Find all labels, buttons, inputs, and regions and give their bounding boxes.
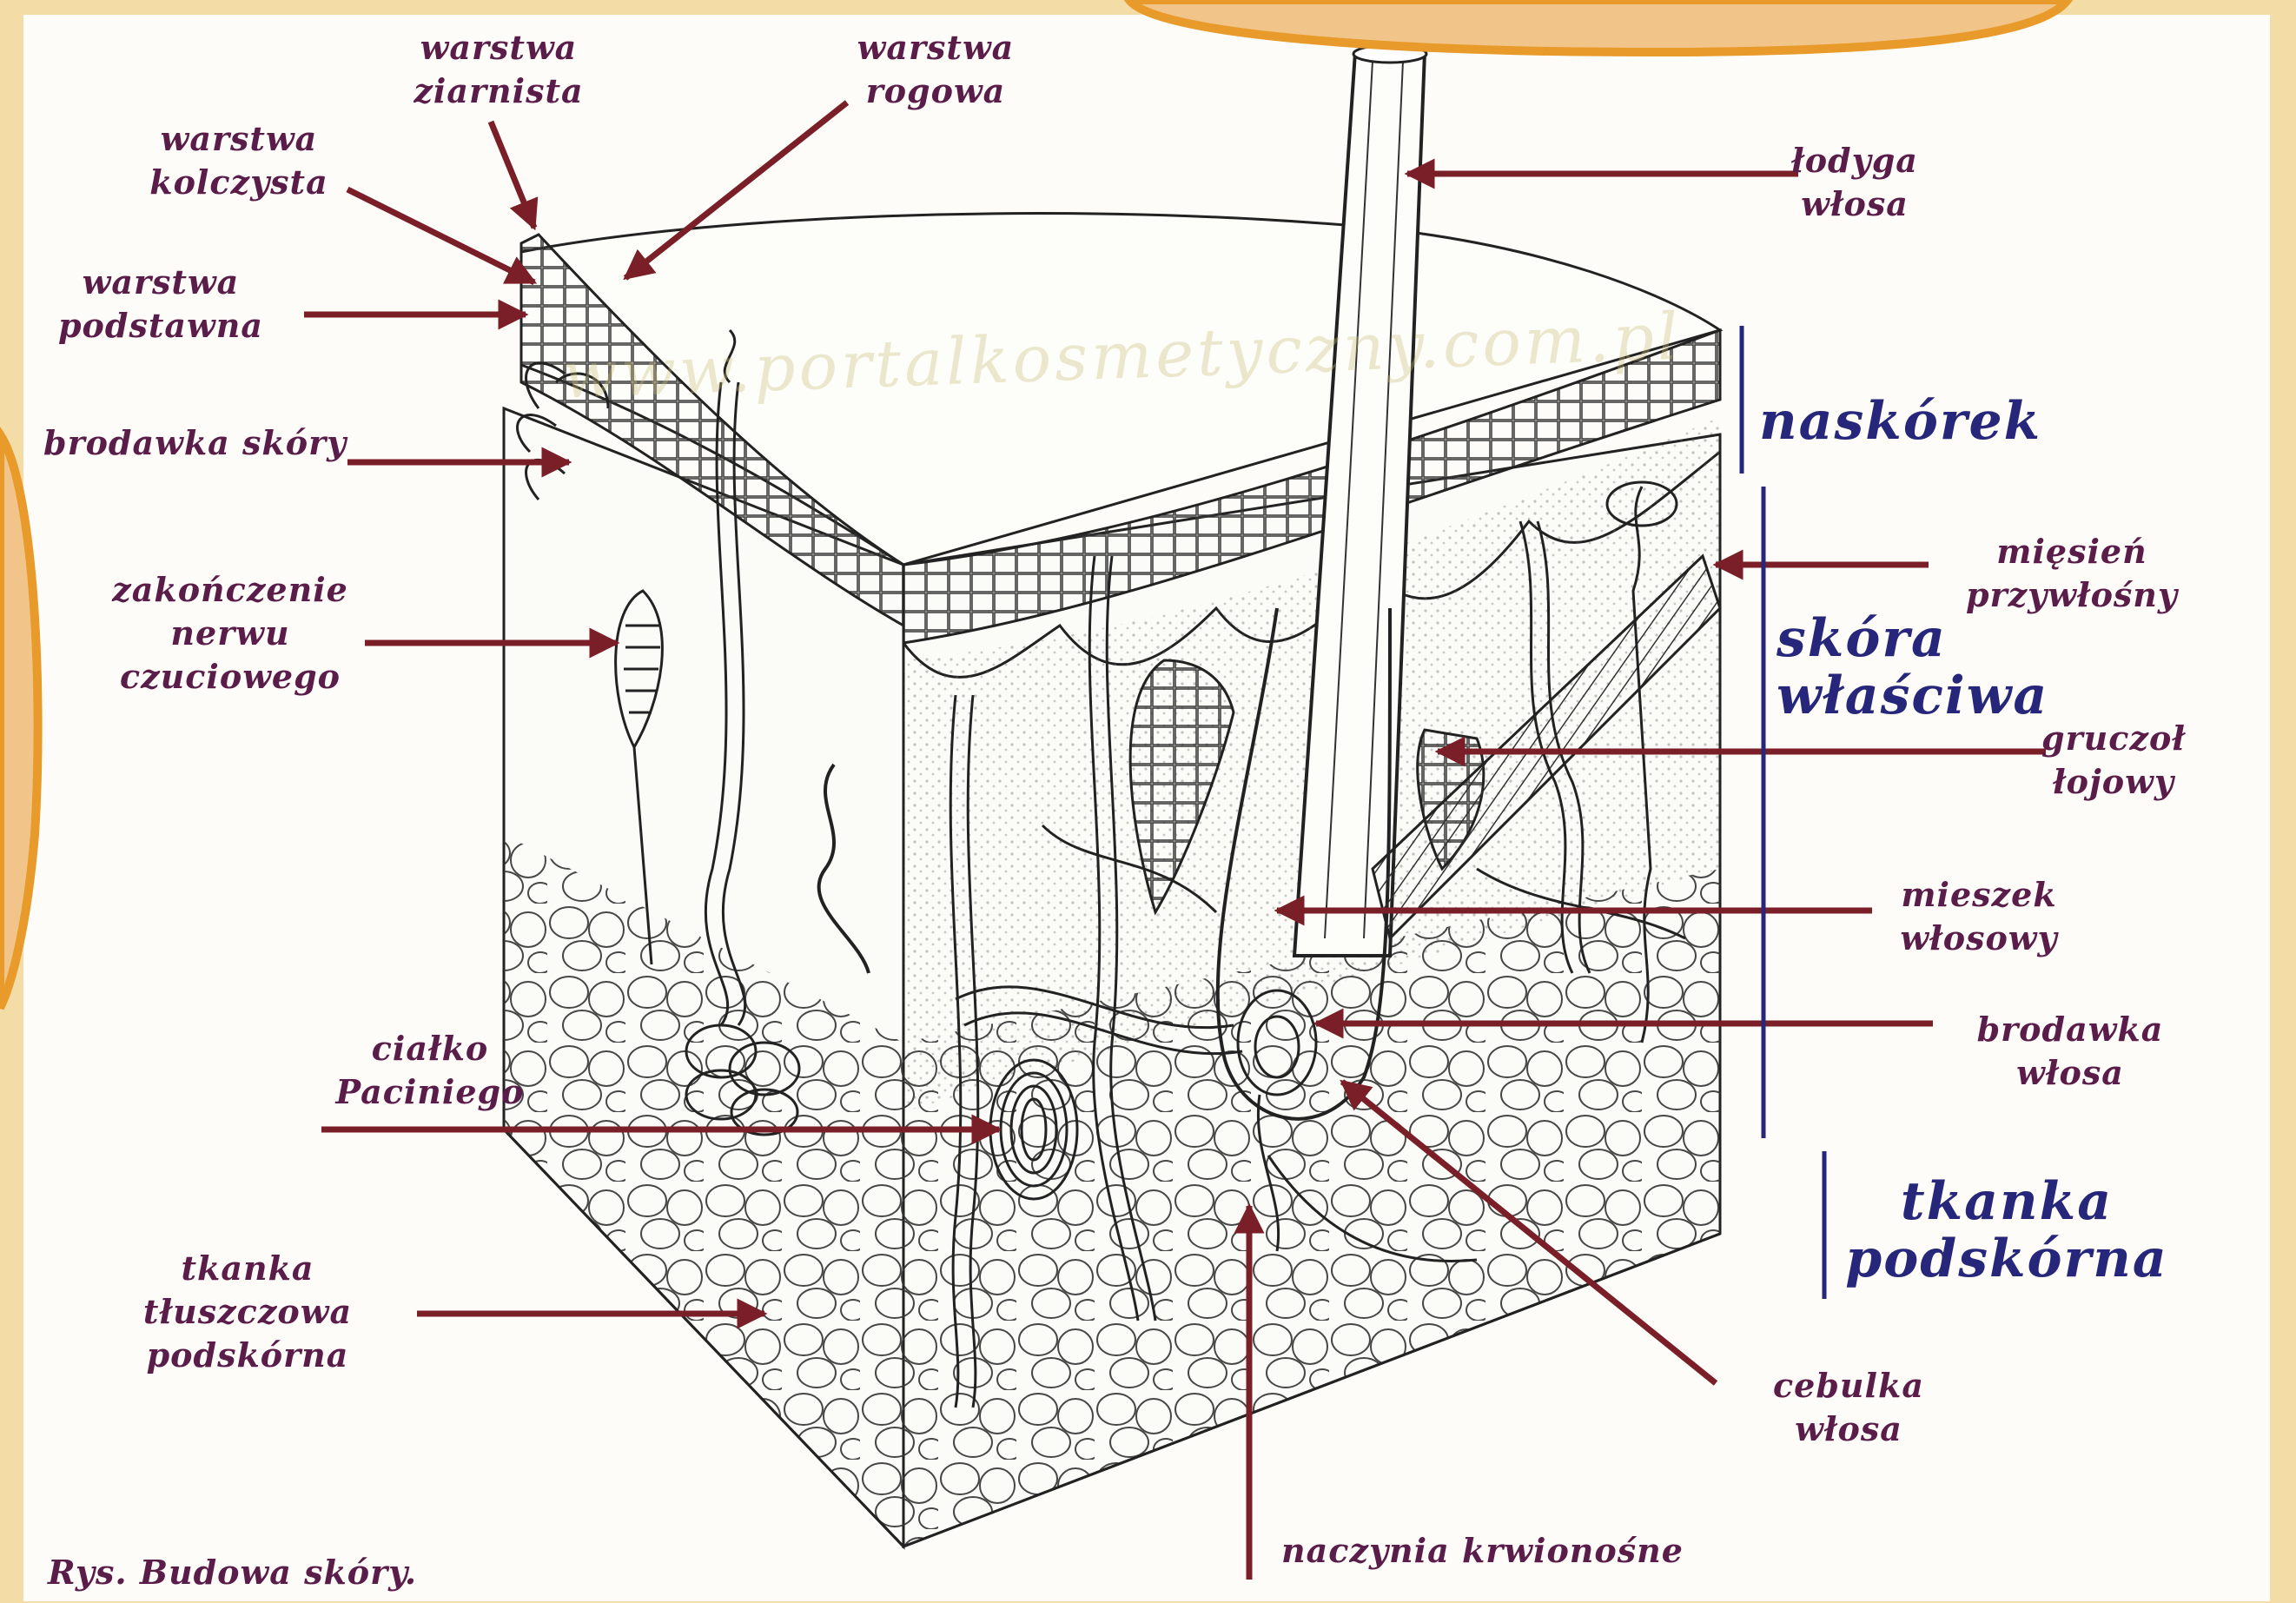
label-warstwa-rogowa: warstwa rogowa (849, 26, 1022, 113)
layer-naskorek: naskórek (1759, 393, 2054, 450)
label-mieszek-wlosowy: mieszek włosowy (1879, 873, 2079, 960)
label-zakonczenie-nerwu: zakończenie nerwu czuciowego (104, 568, 356, 699)
label-brodawka-wlosa: brodawka włosa (1962, 1008, 2179, 1095)
label-warstwa-kolczysta: warstwa kolczysta (135, 117, 343, 204)
label-warstwa-podstawna: warstwa podstawna (39, 261, 282, 348)
label-tkanka-tluszczowa: tkanka tłuszczowa podskórna (117, 1247, 378, 1377)
layer-skora-wlasciwa: skóra właściwa (1777, 610, 2072, 725)
label-warstwa-ziarnista: warstwa ziarnista (403, 26, 594, 113)
label-cebulka-wlosa: cebulka włosa (1762, 1364, 1935, 1451)
label-miesien-przywlosny: mięsień przywłośny (1955, 530, 2189, 617)
layer-brackets (1742, 326, 1824, 1299)
label-naczynia-krwionosne: naczynia krwionośne (1281, 1529, 1698, 1573)
label-gruczol-lojowy: gruczoł łojowy (2027, 717, 2200, 804)
diagram-panel: www.portalkosmetyczny.com.pl warstwa zia… (23, 15, 2270, 1601)
layer-tkanka-podskorna: tkanka podskórna (1842, 1173, 2172, 1288)
label-brodawka-skory: brodawka skóry (43, 421, 391, 465)
label-cialko-paciniego: ciałko Paciniego (326, 1027, 534, 1114)
label-lodyga-wlosa: łodyga włosa (1777, 139, 1933, 226)
figure-caption: Rys. Budowa skóry. (48, 1551, 482, 1594)
